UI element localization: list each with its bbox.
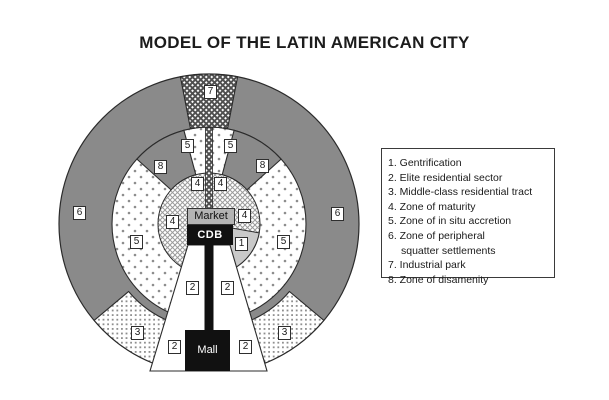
industrial-spine: [205, 127, 213, 209]
zone-marker-2: 2: [168, 340, 181, 354]
zone-marker-5: 5: [181, 139, 194, 153]
zone-marker-8: 8: [154, 160, 167, 174]
zone-marker-6: 6: [331, 207, 344, 221]
legend-item-7: 7. Industrial park: [388, 259, 466, 272]
zone-marker-4: 4: [214, 177, 227, 191]
zone-marker-5: 5: [130, 235, 143, 249]
commercial-spine: [204, 245, 214, 331]
zone-marker-3: 3: [131, 326, 144, 340]
zone-marker-1: 1: [235, 237, 248, 251]
zone-marker-2: 2: [221, 281, 234, 295]
zone-marker-3: 3: [278, 326, 291, 340]
zone-marker-8: 8: [256, 159, 269, 173]
legend-item-5: 5. Zone of in situ accretion: [388, 215, 512, 228]
legend: 1. Gentrification 2. Elite residential s…: [381, 148, 555, 286]
zone7-industrial-park-wedge: [179, 73, 239, 130]
legend-item-3: 3. Middle-class residential tract: [388, 186, 533, 199]
legend-item-4: 4. Zone of maturity: [388, 200, 476, 213]
zone-marker-4: 4: [166, 215, 179, 229]
market-label: Market: [187, 208, 235, 225]
legend-item-6: 6. Zone of peripheral squatter settlemen…: [388, 229, 496, 257]
zone-marker-4: 4: [238, 209, 251, 223]
zone-marker-2: 2: [239, 340, 252, 354]
legend-item-1: 1. Gentrification: [388, 157, 462, 169]
cdb-label: CDB: [187, 225, 233, 245]
page-title: MODEL OF THE LATIN AMERICAN CITY: [139, 33, 470, 52]
zone-marker-6: 6: [73, 206, 86, 220]
zone-marker-4: 4: [191, 177, 204, 191]
zone-marker-2: 2: [186, 281, 199, 295]
legend-item-2: 2. Elite residential sector: [388, 171, 503, 184]
mall-label: Mall: [185, 330, 230, 371]
legend-item-8: 8. Zone of disamenity: [388, 273, 489, 286]
zone-marker-7: 7: [204, 85, 217, 99]
zone-marker-5: 5: [224, 139, 237, 153]
zone-marker-5: 5: [277, 235, 290, 249]
